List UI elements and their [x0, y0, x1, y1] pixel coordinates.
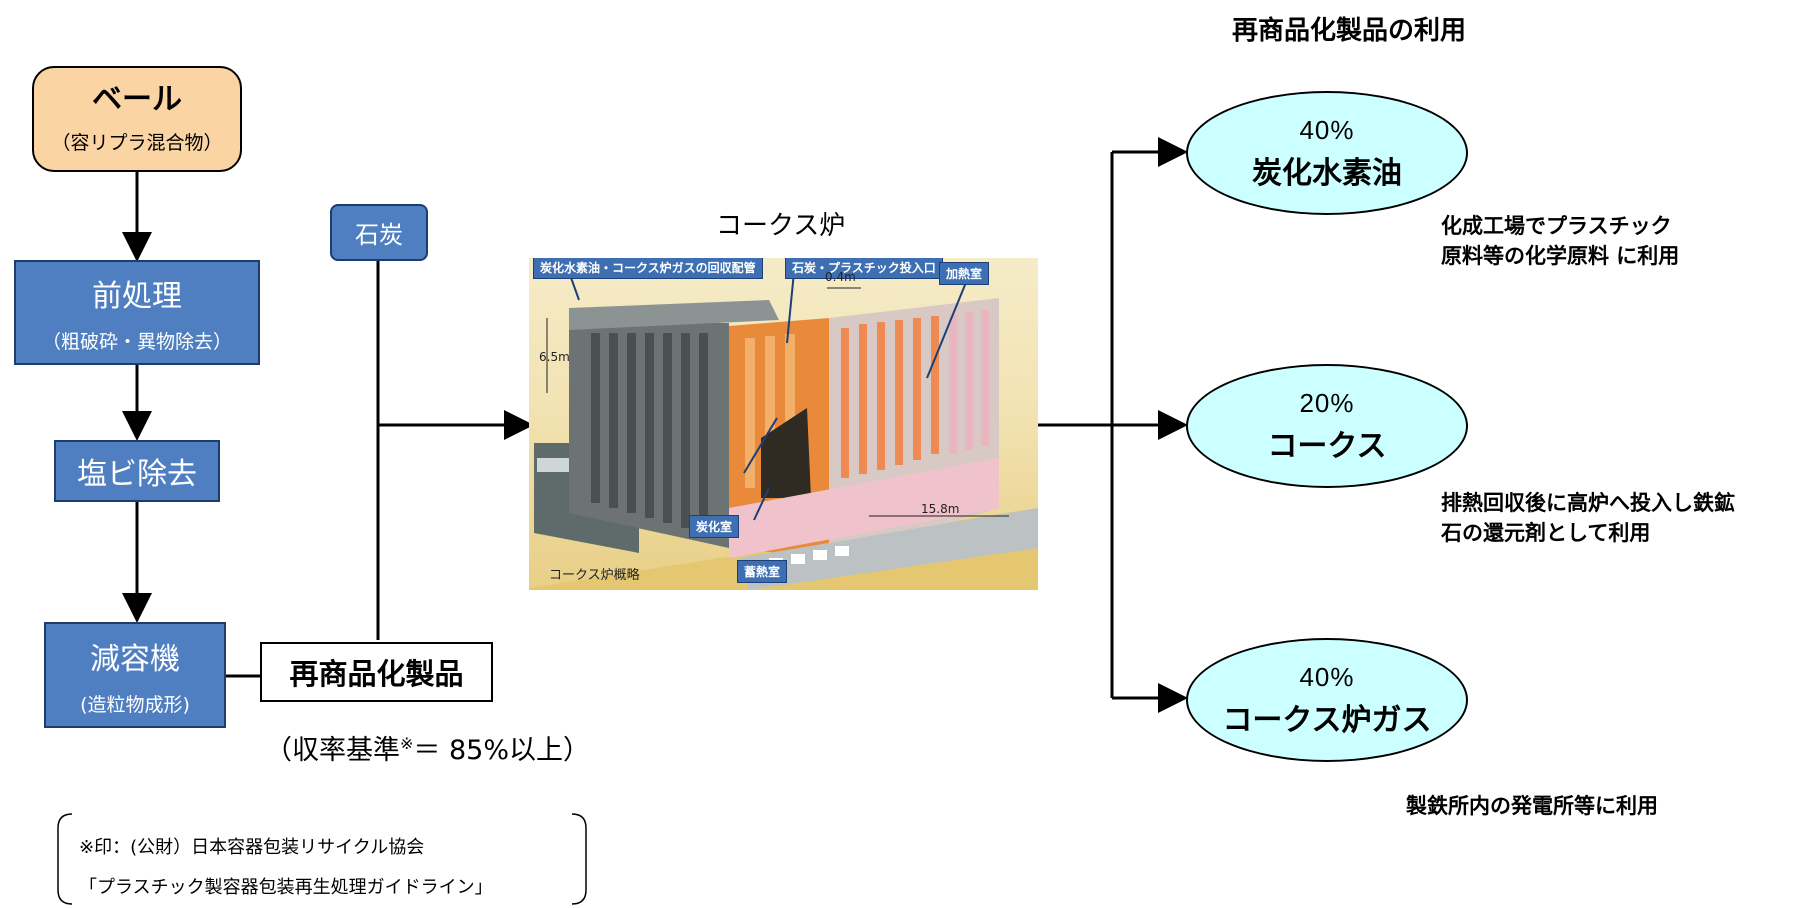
bale-box: ベール （容リプラ混合物）	[32, 66, 242, 172]
dim-height: 6.5m	[539, 350, 570, 364]
pretreatment-sub-label: （粗破砕・異物除去）	[41, 331, 232, 353]
oven-caption: コークス炉概略	[549, 568, 640, 583]
output-gas-desc-line1: 製鉄所内の発電所等に利用	[1406, 794, 1658, 818]
output-coke-percent: 20%	[1299, 387, 1355, 418]
volume-reducer-box: 減容機 (造粒物成形)	[44, 622, 226, 728]
yield-note-mark: ※	[400, 734, 414, 753]
output-ellipse-oil: 40% 炭化水素油	[1186, 91, 1468, 215]
bale-label: ベール	[92, 82, 182, 117]
volume-reducer-sub-label: (造粒物成形)	[80, 693, 190, 716]
output-coke-label: コークス	[1267, 428, 1387, 464]
yield-note-prefix: （収率基準	[265, 735, 400, 766]
tag-carbonization-chamber: 炭化室	[689, 515, 740, 538]
tag-regenerator: 蓄熱室	[737, 560, 788, 583]
dim-width: 0.4m	[825, 270, 856, 284]
footnote-bracket-right	[571, 813, 587, 905]
output-oil-label: 炭化水素油	[1252, 155, 1402, 191]
pvc-removal-label: 塩ビ除去	[77, 457, 197, 492]
output-ellipse-coke: 20% コークス	[1186, 364, 1468, 488]
page-title: 再商品化製品の利用	[1232, 16, 1467, 46]
output-coke-desc: 排熱回収後に高炉へ投入し鉄鉱 石の還元剤として利用	[1441, 488, 1735, 549]
output-coke-desc-line2: 石の還元剤として利用	[1441, 521, 1651, 546]
tag-heating-chamber: 加熱室	[939, 262, 990, 285]
output-oil-percent: 40%	[1299, 114, 1355, 145]
yield-note-suffix: ＝ 85%以上）	[413, 735, 591, 766]
tag-gas-pipe: 炭化水素油・コークス炉ガスの回収配管	[533, 258, 763, 279]
footnote: ※印：(公財）日本容器包装リサイクル協会 「プラスチック製容器包装再生処理ガイド…	[79, 828, 493, 908]
pretreatment-box: 前処理 （粗破砕・異物除去）	[14, 260, 260, 365]
oven-drawing	[529, 271, 1038, 590]
pretreatment-label: 前処理	[92, 279, 182, 314]
tag-inlet: 石炭・プラスチック投入口	[785, 258, 943, 279]
output-gas-percent: 40%	[1299, 661, 1355, 692]
pvc-removal-box: 塩ビ除去	[54, 440, 220, 502]
coal-label: 石炭	[355, 221, 403, 249]
volume-reducer-label: 減容機	[90, 641, 180, 677]
yield-note: （収率基準※＝ 85%以上）	[265, 728, 590, 767]
bale-sub-label: （容リプラ混合物）	[51, 132, 223, 154]
output-gas-desc: 製鉄所内の発電所等に利用	[1406, 791, 1658, 821]
oven-title: コークス炉	[716, 211, 846, 241]
output-oil-desc: 化成工場でプラスチック 原料等の化学原料 に利用	[1441, 211, 1679, 272]
output-ellipse-gas: 40% コークス炉ガス	[1186, 638, 1468, 762]
dim-length: 15.8m	[921, 502, 960, 516]
output-oil-desc-line1: 化成工場でプラスチック	[1441, 214, 1672, 238]
footnote-line1: ※印：(公財）日本容器包装リサイクル協会	[79, 837, 425, 858]
output-gas-label: コークス炉ガス	[1222, 702, 1432, 738]
footnote-bracket-left	[57, 813, 73, 905]
coal-box: 石炭	[330, 204, 428, 261]
footnote-line2: 「プラスチック製容器包装再生処理ガイドライン」	[79, 877, 493, 898]
coke-oven-illustration: 炭化水素油・コークス炉ガスの回収配管 石炭・プラスチック投入口 加熱室 炭化室 …	[529, 258, 1038, 590]
recycled-product-label: 再商品化製品	[289, 657, 464, 691]
output-oil-desc-line2: 原料等の化学原料 に利用	[1441, 244, 1680, 269]
recycled-product-box: 再商品化製品	[260, 642, 493, 702]
output-coke-desc-line1: 排熱回収後に高炉へ投入し鉄鉱	[1441, 491, 1735, 515]
